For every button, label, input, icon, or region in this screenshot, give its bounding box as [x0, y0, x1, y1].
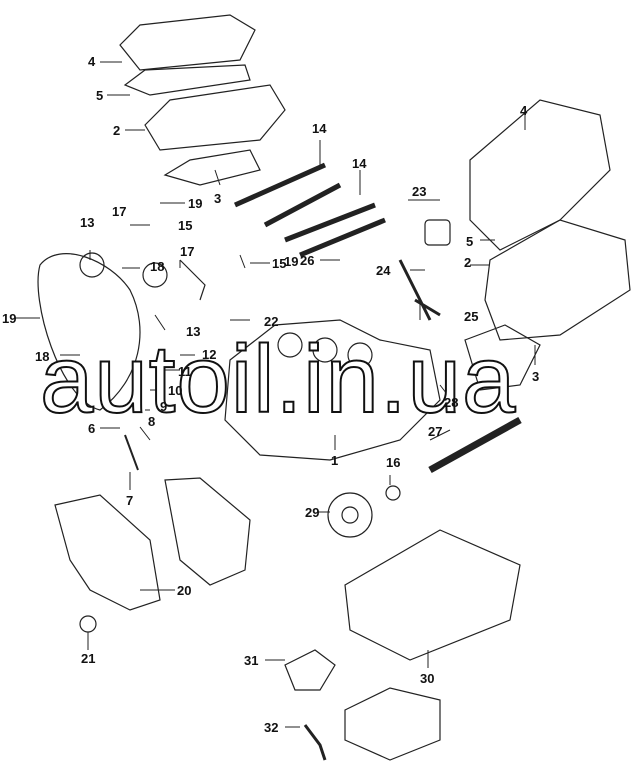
callout-25: 25	[464, 309, 479, 324]
seal-21	[79, 615, 97, 633]
callout-7: 7	[126, 493, 134, 508]
callout-15: 15	[272, 256, 287, 271]
cylinder-head-right	[484, 219, 631, 341]
crankshaft	[428, 416, 522, 474]
callout-14: 14	[352, 156, 367, 171]
oil-pan-lower	[344, 687, 441, 761]
callout-31: 31	[244, 653, 259, 668]
callout-2: 2	[464, 255, 472, 270]
callout-21: 21	[81, 651, 96, 666]
valve-cover-left	[119, 14, 256, 71]
callout-18: 18	[35, 349, 50, 364]
oil-strainer	[303, 724, 327, 761]
callout-4: 4	[520, 103, 528, 118]
pulley	[327, 492, 373, 538]
callout-3: 3	[532, 369, 540, 384]
callout-1: 1	[331, 453, 339, 468]
callout-12: 12	[202, 347, 217, 362]
timing-chain	[37, 253, 141, 411]
camshafts	[233, 162, 386, 258]
front-cover	[54, 494, 161, 611]
callout-5: 5	[466, 234, 474, 249]
callout-6: 6	[88, 421, 96, 436]
gasket-left	[123, 64, 251, 96]
callout-2: 2	[113, 123, 121, 138]
callout-18: 18	[150, 259, 165, 274]
callout-20: 20	[177, 583, 192, 598]
callout-19: 19	[2, 311, 17, 326]
head-gasket-right	[464, 324, 541, 391]
callout-26: 26	[300, 253, 315, 268]
callout-11: 11	[178, 364, 192, 379]
watermark: autoil.in.ua	[39, 326, 517, 433]
callout-24: 24	[376, 263, 391, 278]
callout-13: 13	[80, 215, 95, 230]
callout-4: 4	[88, 54, 96, 69]
callout-10: 10	[168, 383, 183, 398]
cylinder-head-left	[144, 84, 286, 151]
callout-13: 13	[186, 324, 201, 339]
callout-9: 9	[160, 399, 168, 414]
callout-17: 17	[180, 244, 195, 259]
callout-17: 17	[112, 204, 127, 219]
callout-8: 8	[148, 414, 156, 429]
callout-22: 22	[264, 314, 279, 329]
inner-cover	[164, 477, 251, 586]
valve-cover-right	[469, 99, 611, 251]
sprocket	[142, 262, 168, 288]
callout-15: 15	[178, 218, 193, 233]
callout-19: 19	[188, 196, 203, 211]
callout-3: 3	[214, 191, 222, 206]
oil-pan-upper	[344, 529, 521, 661]
callout-27: 27	[428, 424, 443, 439]
callout-14: 14	[312, 121, 327, 136]
callout-28: 28	[444, 395, 459, 410]
callout-32: 32	[264, 720, 279, 735]
sprocket	[79, 252, 105, 278]
callout-30: 30	[420, 671, 435, 686]
callout-5: 5	[96, 88, 104, 103]
seal	[385, 485, 401, 501]
intake-gasket	[163, 149, 261, 186]
engine-block	[224, 319, 441, 461]
chain-right	[179, 259, 206, 301]
callout-19: 19	[284, 254, 299, 269]
oil-pump	[284, 649, 336, 691]
valve	[124, 434, 139, 471]
callout-23: 23	[412, 184, 427, 199]
callout-16: 16	[386, 455, 401, 470]
callout-29: 29	[305, 505, 320, 520]
piston	[424, 219, 451, 246]
connecting-rod	[398, 259, 441, 321]
